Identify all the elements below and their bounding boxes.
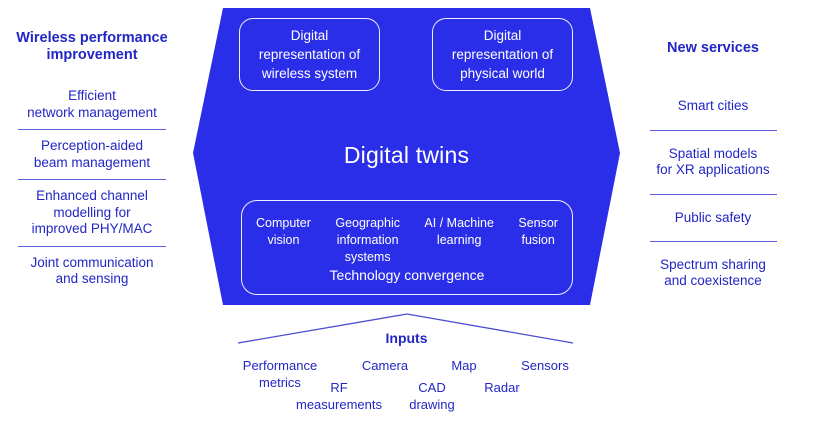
left-panel-item-beam-management: Perception-aided beam management (33, 138, 151, 170)
divider (18, 245, 166, 247)
technology-convergence-box: Computer vision Geographic information s… (241, 200, 573, 295)
inputs-brace-line (237, 313, 574, 344)
input-item-camera: Camera (361, 358, 409, 373)
left-panel: Wireless performance improvement Efficie… (8, 30, 176, 295)
technology-convergence-label: Technology convergence (329, 267, 485, 283)
convergence-item-sensor-fusion: Sensor fusion (518, 216, 558, 247)
right-panel: New services Smart cities Spatial models… (637, 40, 789, 305)
left-panel-item-network-management: Efficient network management (27, 88, 157, 120)
digital-twins-hexagon (193, 8, 620, 305)
convergence-item-ai-machine-learning: AI / Machine learning (424, 216, 494, 247)
right-panel-item-public-safety: Public safety (674, 209, 752, 225)
left-panel-item-channel-modelling: Enhanced channel modelling for improved … (31, 188, 153, 237)
divider (18, 179, 166, 181)
convergence-items-row: Computer vision Geographic information s… (242, 201, 572, 266)
input-item-radar: Radar (484, 380, 520, 395)
divider (18, 129, 166, 131)
left-panel-item-joint-communication: Joint communication and sensing (30, 254, 154, 286)
divider (649, 193, 777, 195)
input-item-performance-metrics: Performance metrics (242, 358, 318, 390)
input-item-sensors: Sensors (521, 358, 569, 373)
divider (649, 240, 777, 242)
physical-representation-label: Digital representation of physical world (451, 27, 554, 82)
divider (649, 129, 777, 131)
input-item-rf-measurements: RF measurements (296, 380, 382, 412)
right-panel-item-spatial-models: Spatial models for XR applications (656, 145, 770, 178)
right-panel-title: New services (667, 40, 759, 56)
left-panel-title: Wireless performance improvement (16, 30, 168, 64)
wireless-representation-box: Digital representation of wireless syste… (239, 18, 380, 91)
input-item-cad-drawing: CAD drawing (409, 380, 455, 412)
convergence-item-computer-vision: Computer vision (256, 216, 311, 247)
right-panel-item-spectrum-sharing: Spectrum sharing and coexistence (660, 256, 766, 289)
input-item-map: Map (451, 358, 477, 373)
convergence-item-geographic-information-systems: Geographic information systems (335, 216, 400, 264)
wireless-representation-label: Digital representation of wireless syste… (258, 27, 361, 82)
physical-representation-box: Digital representation of physical world (432, 18, 573, 91)
digital-twins-title: Digital twins (343, 142, 470, 168)
inputs-title: Inputs (385, 330, 428, 346)
right-panel-item-smart-cities: Smart cities (677, 98, 749, 114)
